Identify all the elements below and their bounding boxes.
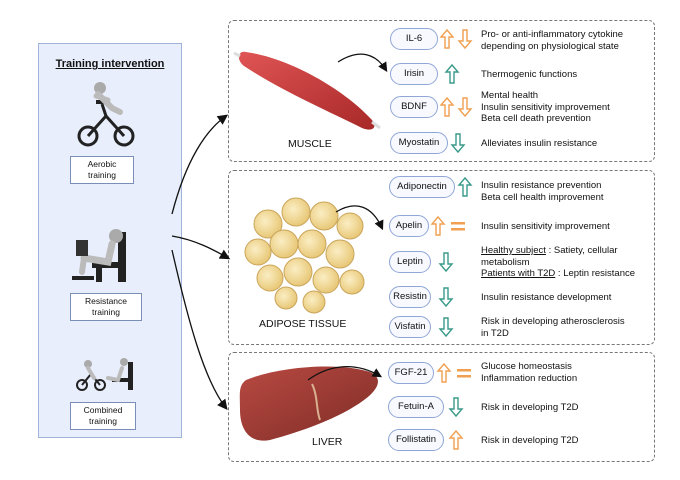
liver-label: LIVER — [312, 436, 343, 448]
arrow-to-adipose — [171, 235, 231, 260]
liver-connector-arrow — [307, 366, 383, 381]
follistatin-up-arrow — [449, 430, 463, 450]
fgf21-up-arrow — [437, 363, 451, 383]
irisin-up-arrow — [445, 64, 459, 84]
healthy-subject-label: Healthy subject — [481, 245, 546, 256]
bdnf-up-arrow — [440, 97, 454, 117]
adipose-illustration — [244, 197, 365, 314]
myostatin-pill: Myostatin — [390, 132, 448, 154]
visfatin-down-arrow — [439, 317, 453, 337]
follistatin-pill: Follistatin — [388, 429, 444, 451]
apelin-equal-sign — [451, 222, 465, 231]
apelin-up-arrow — [431, 216, 445, 236]
leptin-pill: Leptin — [389, 251, 431, 273]
liver-illustration — [239, 366, 378, 441]
leptin-down-arrow — [439, 252, 453, 272]
combined-training-icon — [76, 358, 133, 391]
resistance-machine-icon — [72, 229, 126, 282]
training-title: Training intervention — [55, 58, 165, 70]
aerobic-bike-icon — [77, 82, 135, 147]
fetuin-a-down-arrow — [449, 397, 463, 417]
adiponectin-pill: Adiponectin — [389, 176, 455, 198]
il6-up-arrow — [440, 29, 454, 49]
myostatin-description: Alleviates insulin resistance — [481, 138, 598, 149]
adipose-connector-arrow — [335, 205, 384, 231]
leptin-description: Healthy subject : Satiety, cellular meta… — [481, 245, 636, 279]
fetuin-a-pill: Fetuin-A — [388, 396, 444, 418]
bdnf-pill: BDNF — [390, 96, 438, 118]
irisin-description: Thermogenic functions — [481, 69, 578, 80]
il6-pill: IL-6 — [390, 28, 438, 50]
fetuin-a-description: Risk in developing T2D — [481, 402, 579, 413]
resistin-down-arrow — [439, 287, 453, 307]
patients-t2d-label: Patients with T2D — [481, 268, 556, 279]
fgf21-equal-sign — [457, 369, 471, 378]
fgf21-pill: FGF-21 — [388, 362, 434, 384]
apelin-description: Insulin sensitivity improvement — [481, 221, 610, 232]
resistin-description: Insulin resistance development — [481, 292, 612, 303]
muscle-label: MUSCLE — [288, 138, 332, 150]
il6-down-arrow — [458, 29, 472, 49]
muscle-illustration — [233, 51, 381, 130]
visfatin-pill: Visfatin — [389, 316, 431, 338]
apelin-pill: Apelin — [389, 215, 429, 237]
bdnf-down-arrow — [458, 97, 472, 117]
myostatin-down-arrow — [451, 133, 465, 153]
muscle-connector-arrow — [337, 53, 388, 73]
irisin-pill: Irisin — [390, 63, 438, 85]
arrow-to-muscle — [171, 114, 229, 215]
adipose-label: ADIPOSE TISSUE — [259, 318, 347, 330]
arrow-to-liver — [171, 249, 228, 411]
resistin-pill: Resistin — [389, 286, 431, 308]
adiponectin-up-arrow — [458, 177, 472, 197]
follistatin-description: Risk in developing T2D — [481, 435, 579, 446]
